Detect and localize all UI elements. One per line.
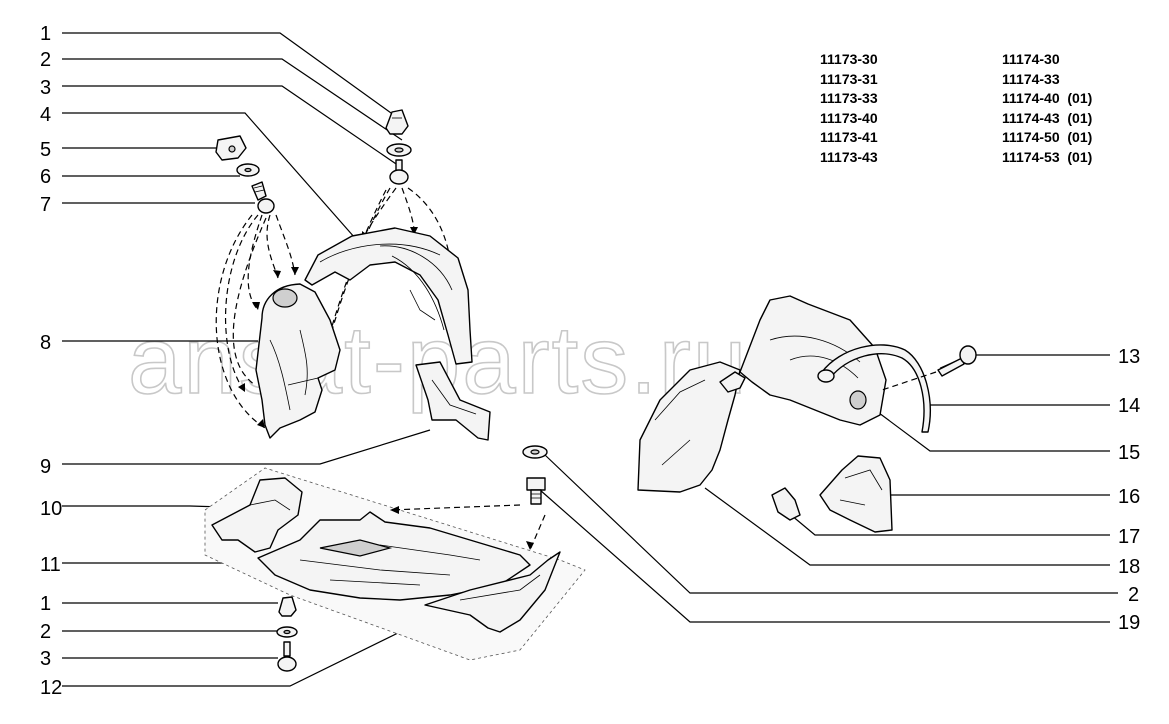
- callout-15: 15: [1118, 442, 1140, 464]
- screw-icon: [389, 159, 409, 185]
- callout-6: 6: [40, 166, 51, 188]
- model-code: 11173-43: [820, 148, 878, 165]
- callout-7: 7: [40, 194, 51, 216]
- callout-1-top: 1: [40, 23, 51, 45]
- callout-2-bottom: 2: [40, 621, 51, 643]
- model-code: 11174-50 (01): [1002, 129, 1093, 145]
- trim-screw-icon: [881, 345, 977, 391]
- undertray-side-plate: [424, 551, 561, 633]
- washer-small-icon: [236, 163, 260, 177]
- model-code: 11173-40: [820, 109, 878, 126]
- callout-17: 17: [1118, 526, 1140, 548]
- callout-12: 12: [40, 677, 62, 699]
- wheel-arch-liner-upper: [304, 227, 473, 365]
- clip-nut-icon: [385, 109, 409, 135]
- self-tapping-screw-icon: [251, 181, 275, 214]
- model-code: 11173-30: [820, 51, 878, 67]
- model-code: 11174-53 (01): [1002, 148, 1093, 165]
- bolt-icon: [526, 477, 546, 505]
- washer-center-icon: [522, 445, 548, 459]
- callout-14: 14: [1118, 395, 1140, 417]
- mud-flap-clip-icon: [771, 487, 801, 521]
- model-code: 11174-40 (01): [1002, 90, 1093, 106]
- assembly-arrows-bottom: [389, 504, 546, 551]
- model-code: 11173-33: [820, 90, 878, 106]
- model-code: 11173-31: [820, 70, 878, 87]
- wheel-arch-trim: [817, 344, 931, 433]
- callout-2-right: 2: [1128, 584, 1139, 606]
- callout-19: 19: [1118, 612, 1140, 634]
- callout-4: 4: [40, 104, 51, 126]
- callout-3-bottom: 3: [40, 648, 51, 670]
- engine-undertray: [257, 511, 531, 601]
- callout-2-top: 2: [40, 49, 51, 71]
- screw-bottom-icon: [277, 641, 297, 672]
- mud-flap: [819, 455, 893, 533]
- callout-18: 18: [1118, 556, 1140, 578]
- callout-5: 5: [40, 139, 51, 161]
- callout-10: 10: [40, 498, 62, 520]
- model-code: 11174-33: [1002, 70, 1060, 87]
- wheel-liner-front: [255, 283, 341, 439]
- callout-9: 9: [40, 456, 51, 478]
- model-codes-left: 11173-30 11173-31 11173-33 11173-40 1117…: [820, 50, 878, 167]
- mud-flap-bracket: [415, 361, 491, 441]
- model-code: 11173-41: [820, 129, 878, 145]
- model-code: 11174-43 (01): [1002, 109, 1093, 126]
- callout-3-top: 3: [40, 77, 51, 99]
- splash-shield-small: [211, 477, 303, 553]
- speed-nut-icon: [215, 135, 247, 161]
- callout-8: 8: [40, 332, 51, 354]
- callout-1-bottom: 1: [40, 593, 51, 615]
- callout-13: 13: [1118, 346, 1140, 368]
- callout-11: 11: [40, 554, 61, 576]
- washer-bottom-icon: [276, 626, 298, 638]
- model-code: 11174-30: [1002, 51, 1060, 67]
- clip-nut-bottom-icon: [278, 596, 297, 617]
- rear-wheel-liner: [637, 295, 887, 493]
- leader-lines-right: [539, 354, 1118, 623]
- model-codes-right: 11174-30 11174-33 11174-40 (01) 11174-43…: [1002, 50, 1092, 167]
- callout-16: 16: [1118, 486, 1140, 508]
- washer-icon: [386, 143, 412, 157]
